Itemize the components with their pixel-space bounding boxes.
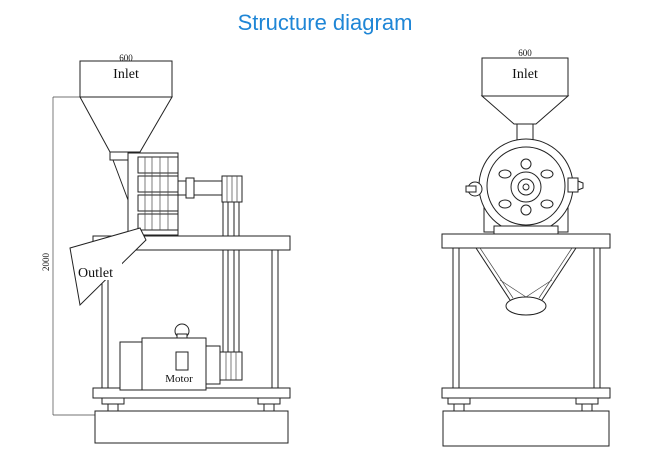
height-dimension-label: 2000 [41,253,51,272]
side-shaft-pulley [177,175,243,203]
side-view: 2000 600 Inlet [41,53,291,444]
side-frame [92,235,291,444]
side-v-belts [222,202,240,353]
front-width-dimension-label: 600 [518,48,532,58]
height-dimension: 2000 [41,96,100,416]
page-title: Structure diagram [237,10,413,35]
side-outlet-chute: Outlet [69,227,147,307]
side-inlet-label: Inlet [113,67,139,82]
motor-label: Motor [165,373,193,385]
front-inlet-hopper: 600 Inlet [480,48,570,157]
side-width-dimension-label: 600 [119,53,133,63]
side-grinding-head [127,152,179,236]
front-grinding-head [465,138,584,235]
side-inlet-hopper: 600 Inlet [79,53,173,201]
front-discharge-funnel [475,247,577,316]
side-outlet-label: Outlet [78,266,113,281]
front-frame [441,233,611,447]
side-motor: Motor [119,323,243,391]
front-view: 600 Inlet [441,48,611,447]
front-inlet-label: Inlet [512,67,538,82]
